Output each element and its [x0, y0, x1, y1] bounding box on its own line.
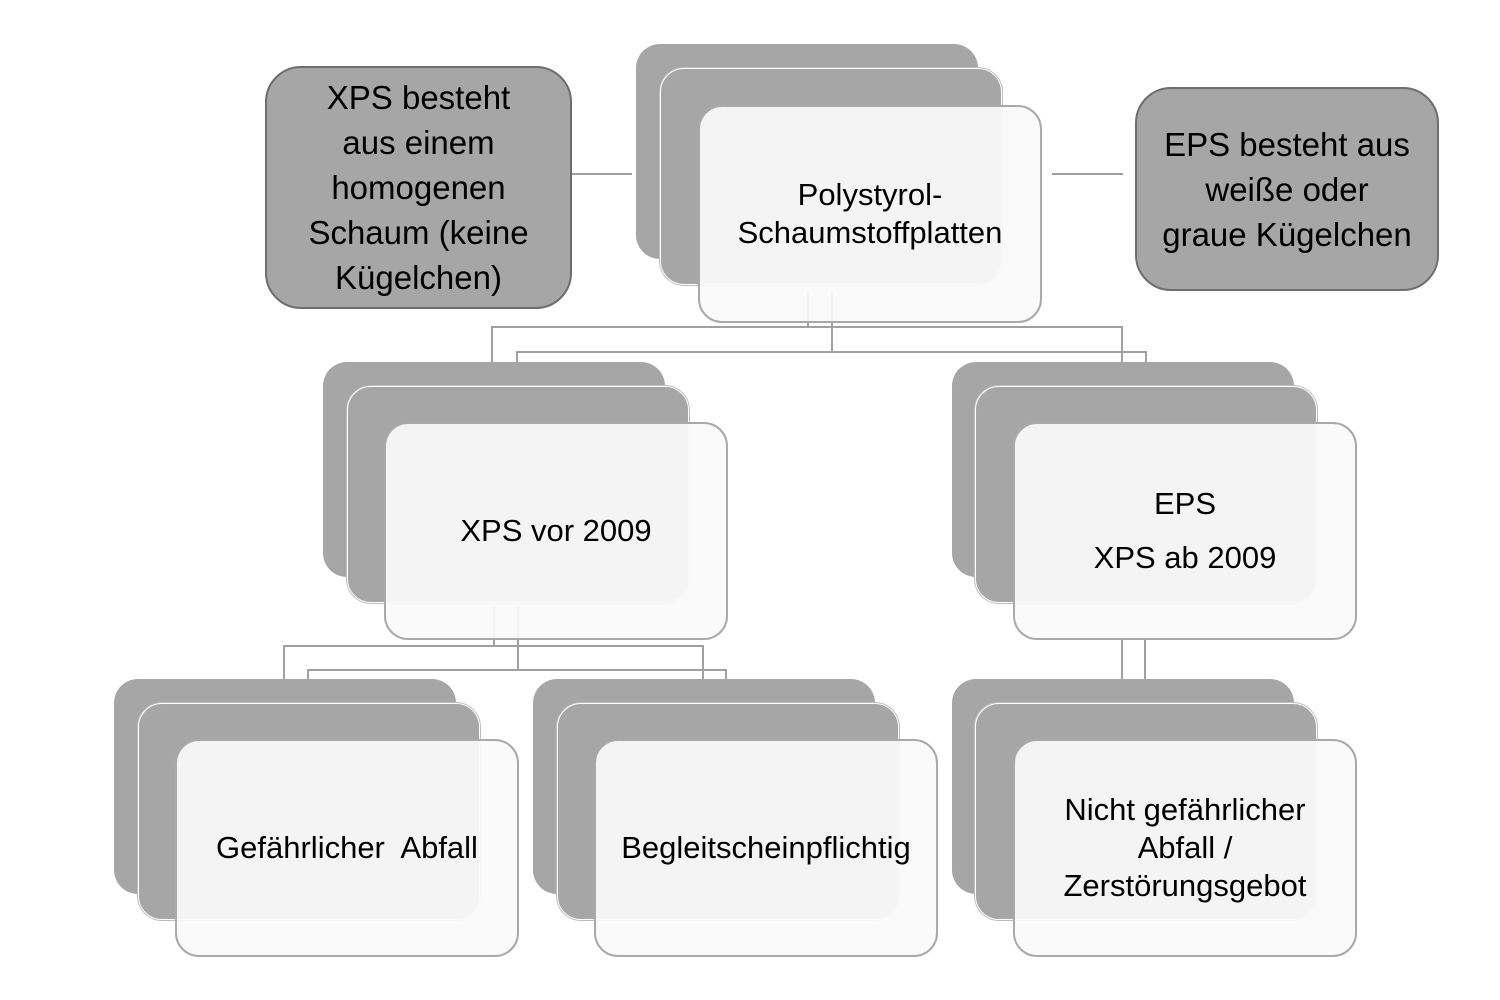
- nonhazardous-label-line-3: Zerstörungsgebot: [1063, 868, 1307, 903]
- xps-description-note: XPS besteht aus einem homogenen Schaum (…: [265, 66, 572, 309]
- xps-note-line-4: Schaum (keine: [308, 214, 529, 251]
- root-card-front: Polystyrol- Schaumstoffplatten: [698, 105, 1042, 323]
- eps-label-line-2: XPS ab 2009: [1093, 540, 1277, 575]
- eps-note-line-2: weiße oder: [1205, 170, 1369, 208]
- xps-old-label: XPS vor 2009: [460, 513, 652, 548]
- root-label-line-2: Schaumstoffplatten: [737, 215, 1003, 250]
- eps-note-line-3: graue Kügelchen: [1162, 215, 1412, 253]
- xps-note-line-3: homogenen: [331, 169, 506, 206]
- manifest-label: Begleitscheinpflichtig: [621, 830, 911, 865]
- manifest-card-front: Begleitscheinpflichtig: [594, 739, 938, 957]
- xps-note-line-1: XPS besteht: [326, 79, 511, 116]
- eps-note-line-1: EPS besteht aus: [1164, 125, 1410, 163]
- hazardous-card-front: Gefährlicher Abfall: [175, 739, 519, 957]
- nonhazardous-card-front: Nicht gefährlicher Abfall / Zerstörungsg…: [1013, 739, 1357, 957]
- nonhazardous-label-line-2: Abfall /: [1137, 830, 1233, 865]
- eps-description-note: EPS besteht aus weiße oder graue Kügelch…: [1135, 87, 1439, 291]
- eps-card-front: EPS XPS ab 2009: [1013, 422, 1357, 640]
- xps-old-card-front: XPS vor 2009: [384, 422, 728, 640]
- hazardous-label: Gefährlicher Abfall: [216, 830, 478, 865]
- xps-note-line-2: aus einem: [342, 124, 495, 161]
- eps-label-line-1: EPS: [1153, 486, 1216, 521]
- xps-note-line-5: Kügelchen): [335, 259, 502, 296]
- root-label-line-1: Polystyrol-: [797, 177, 943, 212]
- nonhazardous-label-line-1: Nicht gefährlicher: [1064, 792, 1306, 827]
